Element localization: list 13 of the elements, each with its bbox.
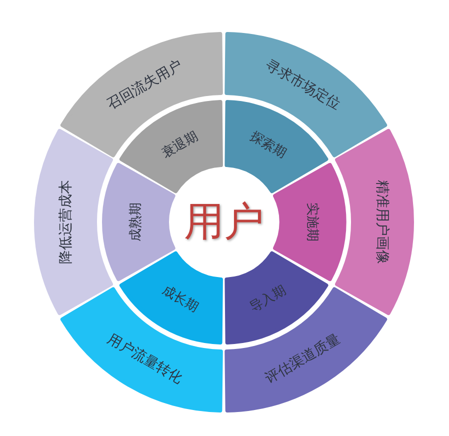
segment-label: 导入期	[248, 283, 288, 314]
segment-label: 评估渠道质量	[263, 332, 344, 386]
segment-label: 成熟期	[129, 202, 142, 242]
segment-label: 寻求市场定位	[263, 58, 344, 112]
segment-label: 探索期	[248, 130, 288, 161]
segment-label: 成长期	[160, 283, 200, 314]
segment-label: 实施期	[306, 202, 319, 242]
segment-label: 用户流量转化	[104, 332, 185, 386]
segment-label: 衰退期	[160, 130, 200, 161]
segment-label: 召回流失用户	[104, 58, 185, 112]
center-label: 用户	[184, 202, 264, 242]
segment-label: 精准用户画像	[375, 180, 390, 264]
segment-label: 降低运营成本	[58, 180, 72, 264]
